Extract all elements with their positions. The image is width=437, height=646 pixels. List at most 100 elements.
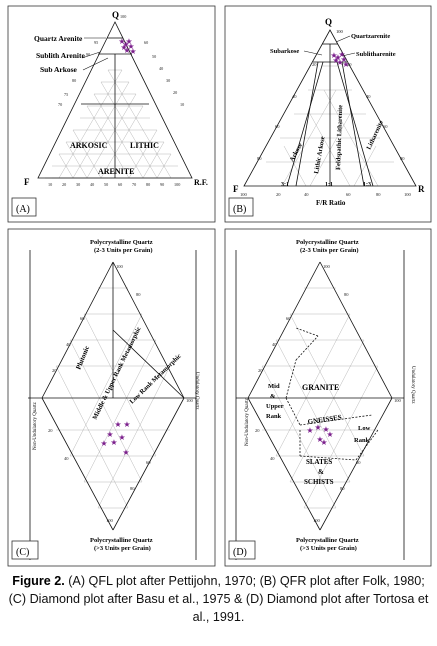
svg-text:90: 90 xyxy=(160,182,164,187)
svg-text:60: 60 xyxy=(286,316,291,321)
svg-text:60: 60 xyxy=(146,460,151,465)
panel-d: Polycrystalline Quartz (2-3 Units per Gr… xyxy=(224,228,432,567)
sample-marker: ★ xyxy=(338,50,345,59)
panel-b-left-ticks: 20 40 60 80 xyxy=(257,62,317,161)
panel-d-tag-box xyxy=(228,540,256,560)
panel-d-field-upper: Upper xyxy=(266,403,284,410)
svg-text:100: 100 xyxy=(120,14,126,19)
svg-text:20: 20 xyxy=(255,428,260,433)
panel-b-right-ticks: 20 40 60 80 xyxy=(347,62,405,161)
svg-text:100: 100 xyxy=(240,192,248,197)
panel-b-tag-box xyxy=(228,197,254,217)
sample-marker: ★ xyxy=(336,58,343,67)
panel-d-field-mid: Mid xyxy=(268,383,280,390)
panel-b-tag: (B) xyxy=(233,204,246,215)
panel-b-bottom-ticks: 100 20 40 60 80 100 xyxy=(240,192,412,197)
panel-d-top-title-1: Polycrystalline Quartz xyxy=(296,239,359,246)
svg-text:100: 100 xyxy=(116,264,124,269)
panel-c-field-plutonic: Plutonic xyxy=(74,345,91,371)
svg-text:20: 20 xyxy=(347,62,352,67)
svg-text:100: 100 xyxy=(313,518,321,523)
panel-c-top-title-2: (2-3 Units per Grain) xyxy=(94,247,153,254)
svg-text:100: 100 xyxy=(404,192,412,197)
panel-b-field-lithic-arkose: Lithic Arkose xyxy=(313,136,326,174)
panel-a-field-lithic: LITHIC xyxy=(130,141,159,150)
panel-a-field-arenite: ARENITE xyxy=(98,167,134,176)
panel-d-bottom-title-2: (>3 Units per Grain) xyxy=(300,545,357,552)
svg-text:1:3: 1:3 xyxy=(363,182,371,188)
svg-text:1:1: 1:1 xyxy=(325,182,333,188)
svg-text:3:1: 3:1 xyxy=(281,182,289,188)
panel-a-fields xyxy=(37,21,193,179)
panel-c-ticks: 100 80 60 40 20 100 20 40 60 80 100 xyxy=(48,264,194,523)
panel-c-tag: (C) xyxy=(16,547,29,558)
panel-d-field-rank-1: Rank xyxy=(266,413,282,420)
sample-marker: ★ xyxy=(330,51,337,60)
svg-text:40: 40 xyxy=(304,192,309,197)
panel-b-fields xyxy=(243,29,417,187)
panel-a-field-quartz-arenite: Quartz Arenite xyxy=(34,34,83,43)
sample-marker: ★ xyxy=(127,42,134,51)
svg-text:60: 60 xyxy=(80,316,85,321)
panel-c-top-title-1: Polycrystalline Quartz xyxy=(90,239,153,246)
svg-text:40: 40 xyxy=(366,94,371,99)
svg-text:40: 40 xyxy=(66,342,71,347)
svg-text:20: 20 xyxy=(312,62,317,67)
sample-marker: ★ xyxy=(122,40,129,49)
sample-marker: ★ xyxy=(306,426,313,435)
sample-marker: ★ xyxy=(118,433,125,442)
panel-a-apex-rf: R.F. xyxy=(194,178,208,187)
svg-text:80: 80 xyxy=(340,486,345,491)
svg-text:80: 80 xyxy=(344,292,349,297)
panel-b-apex-q: Q xyxy=(325,17,332,27)
panel-d-field-schists: SCHISTS xyxy=(304,478,334,486)
panel-c-right-title: Undulatory Quartz xyxy=(194,372,199,410)
svg-text:20: 20 xyxy=(52,368,57,373)
svg-text:90: 90 xyxy=(86,52,90,57)
svg-text:40: 40 xyxy=(272,342,277,347)
sample-marker: ★ xyxy=(114,420,121,429)
svg-text:60: 60 xyxy=(383,124,388,129)
panel-a-tag-box xyxy=(11,197,37,217)
sample-marker: ★ xyxy=(316,435,323,444)
svg-text:80: 80 xyxy=(72,78,76,83)
caption-label: Figure 2. xyxy=(12,574,65,588)
svg-text:10: 10 xyxy=(180,102,184,107)
svg-text:40: 40 xyxy=(159,66,163,71)
svg-text:100: 100 xyxy=(323,264,331,269)
panel-d-ticks: 100 80 60 40 20 100 20 40 60 80 100 xyxy=(255,264,402,523)
panel-b-axis-title: F/R Ratio xyxy=(316,199,346,207)
svg-text:80: 80 xyxy=(257,156,262,161)
panel-d-bottom-title-1: Polycrystalline Quartz xyxy=(296,537,359,544)
panel-c-bottom-title-2: (>3 Units per Grain) xyxy=(94,545,151,552)
svg-text:40: 40 xyxy=(90,182,94,187)
panel-b-field-quartzarenite: Quartzarenite xyxy=(351,33,390,40)
sample-marker: ★ xyxy=(118,37,125,46)
svg-text:80: 80 xyxy=(136,292,141,297)
svg-text:30: 30 xyxy=(76,182,80,187)
panel-a-apex-q: Q xyxy=(112,10,119,20)
svg-text:60: 60 xyxy=(118,182,122,187)
sample-marker: ★ xyxy=(123,46,130,55)
panel-a-side-ticks: 100 95 90 80 75 70 60 50 40 30 20 10 xyxy=(58,14,184,107)
sample-marker: ★ xyxy=(334,53,341,62)
panel-a-field-sub-arkose: Sub Arkose xyxy=(40,65,78,74)
panel-b-apex-f: F xyxy=(233,184,239,194)
panel-d-right-title: Undulatory Quartz xyxy=(410,366,415,404)
svg-text:20: 20 xyxy=(276,192,281,197)
sample-marker: ★ xyxy=(106,430,113,439)
svg-text:40: 40 xyxy=(270,456,275,461)
panel-b-field-feldspathic-litharenite: Feldspathic Litharenite xyxy=(335,105,344,170)
svg-text:10: 10 xyxy=(48,182,52,187)
svg-text:60: 60 xyxy=(275,124,280,129)
panel-d-tag: (D) xyxy=(233,547,247,558)
panel-d-field-slates: SLATES xyxy=(306,458,332,466)
panel-b-field-arrows xyxy=(303,35,356,57)
panel-c-left-title: Non-Undulatory Quartz xyxy=(33,401,38,450)
svg-text:20: 20 xyxy=(48,428,53,433)
panel-d-frame xyxy=(224,228,432,567)
panel-b-ratio-labels: 3:1 1:1 1:3 xyxy=(281,182,371,188)
panel-c: Polycrystalline Quartz (2-3 Units per Gr… xyxy=(7,228,216,567)
sample-marker: ★ xyxy=(122,448,129,457)
panel-d-top-title-2: (2-3 Units per Grain) xyxy=(300,247,359,254)
